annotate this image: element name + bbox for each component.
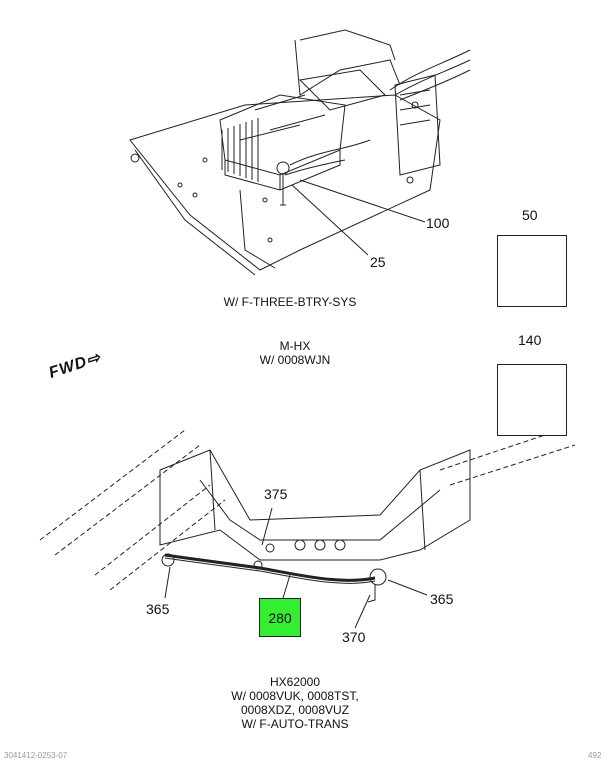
- leader-365-right: [387, 579, 428, 596]
- callout-365-right: 365: [430, 591, 454, 607]
- bottom-caption-line1: HX62000: [269, 675, 321, 689]
- callout-280-highlight[interactable]: 280: [259, 598, 301, 637]
- battery-tray-plate: [129, 94, 441, 271]
- leader-25: [291, 184, 369, 256]
- top-view-caption: W/ F-THREE-BTRY-SYS: [223, 295, 357, 309]
- callout-375: 375: [264, 486, 288, 502]
- wiring-harness: [164, 553, 376, 582]
- callout-370: 370: [342, 629, 366, 645]
- callout-25: 25: [370, 254, 386, 270]
- part-140-label: 140: [518, 332, 542, 348]
- callout-365-left: 365: [146, 601, 170, 617]
- leader-370: [354, 594, 371, 629]
- leader-375: [261, 507, 273, 546]
- middle-caption-line2: W/ 0008WJN: [259, 353, 331, 367]
- callout-100: 100: [426, 215, 450, 231]
- leader-365-left: [164, 566, 171, 599]
- crossmember: [159, 449, 471, 561]
- footer-right: 492: [588, 751, 602, 760]
- leader-280: [282, 574, 291, 599]
- part-140-box[interactable]: [497, 364, 567, 436]
- footer-left: 3041412-0253-07: [4, 751, 68, 760]
- middle-caption-line1: M-HX: [279, 339, 311, 353]
- bottom-caption-line2: W/ 0008VUK, 0008TST,: [231, 689, 359, 703]
- bottom-caption-line3: 0008XDZ, 0008VUZ: [240, 703, 350, 717]
- part-50-label: 50: [522, 207, 538, 223]
- bottom-caption-line4: W/ F-AUTO-TRANS: [241, 717, 349, 731]
- part-50-box[interactable]: [497, 235, 567, 307]
- leader-100: [299, 179, 426, 223]
